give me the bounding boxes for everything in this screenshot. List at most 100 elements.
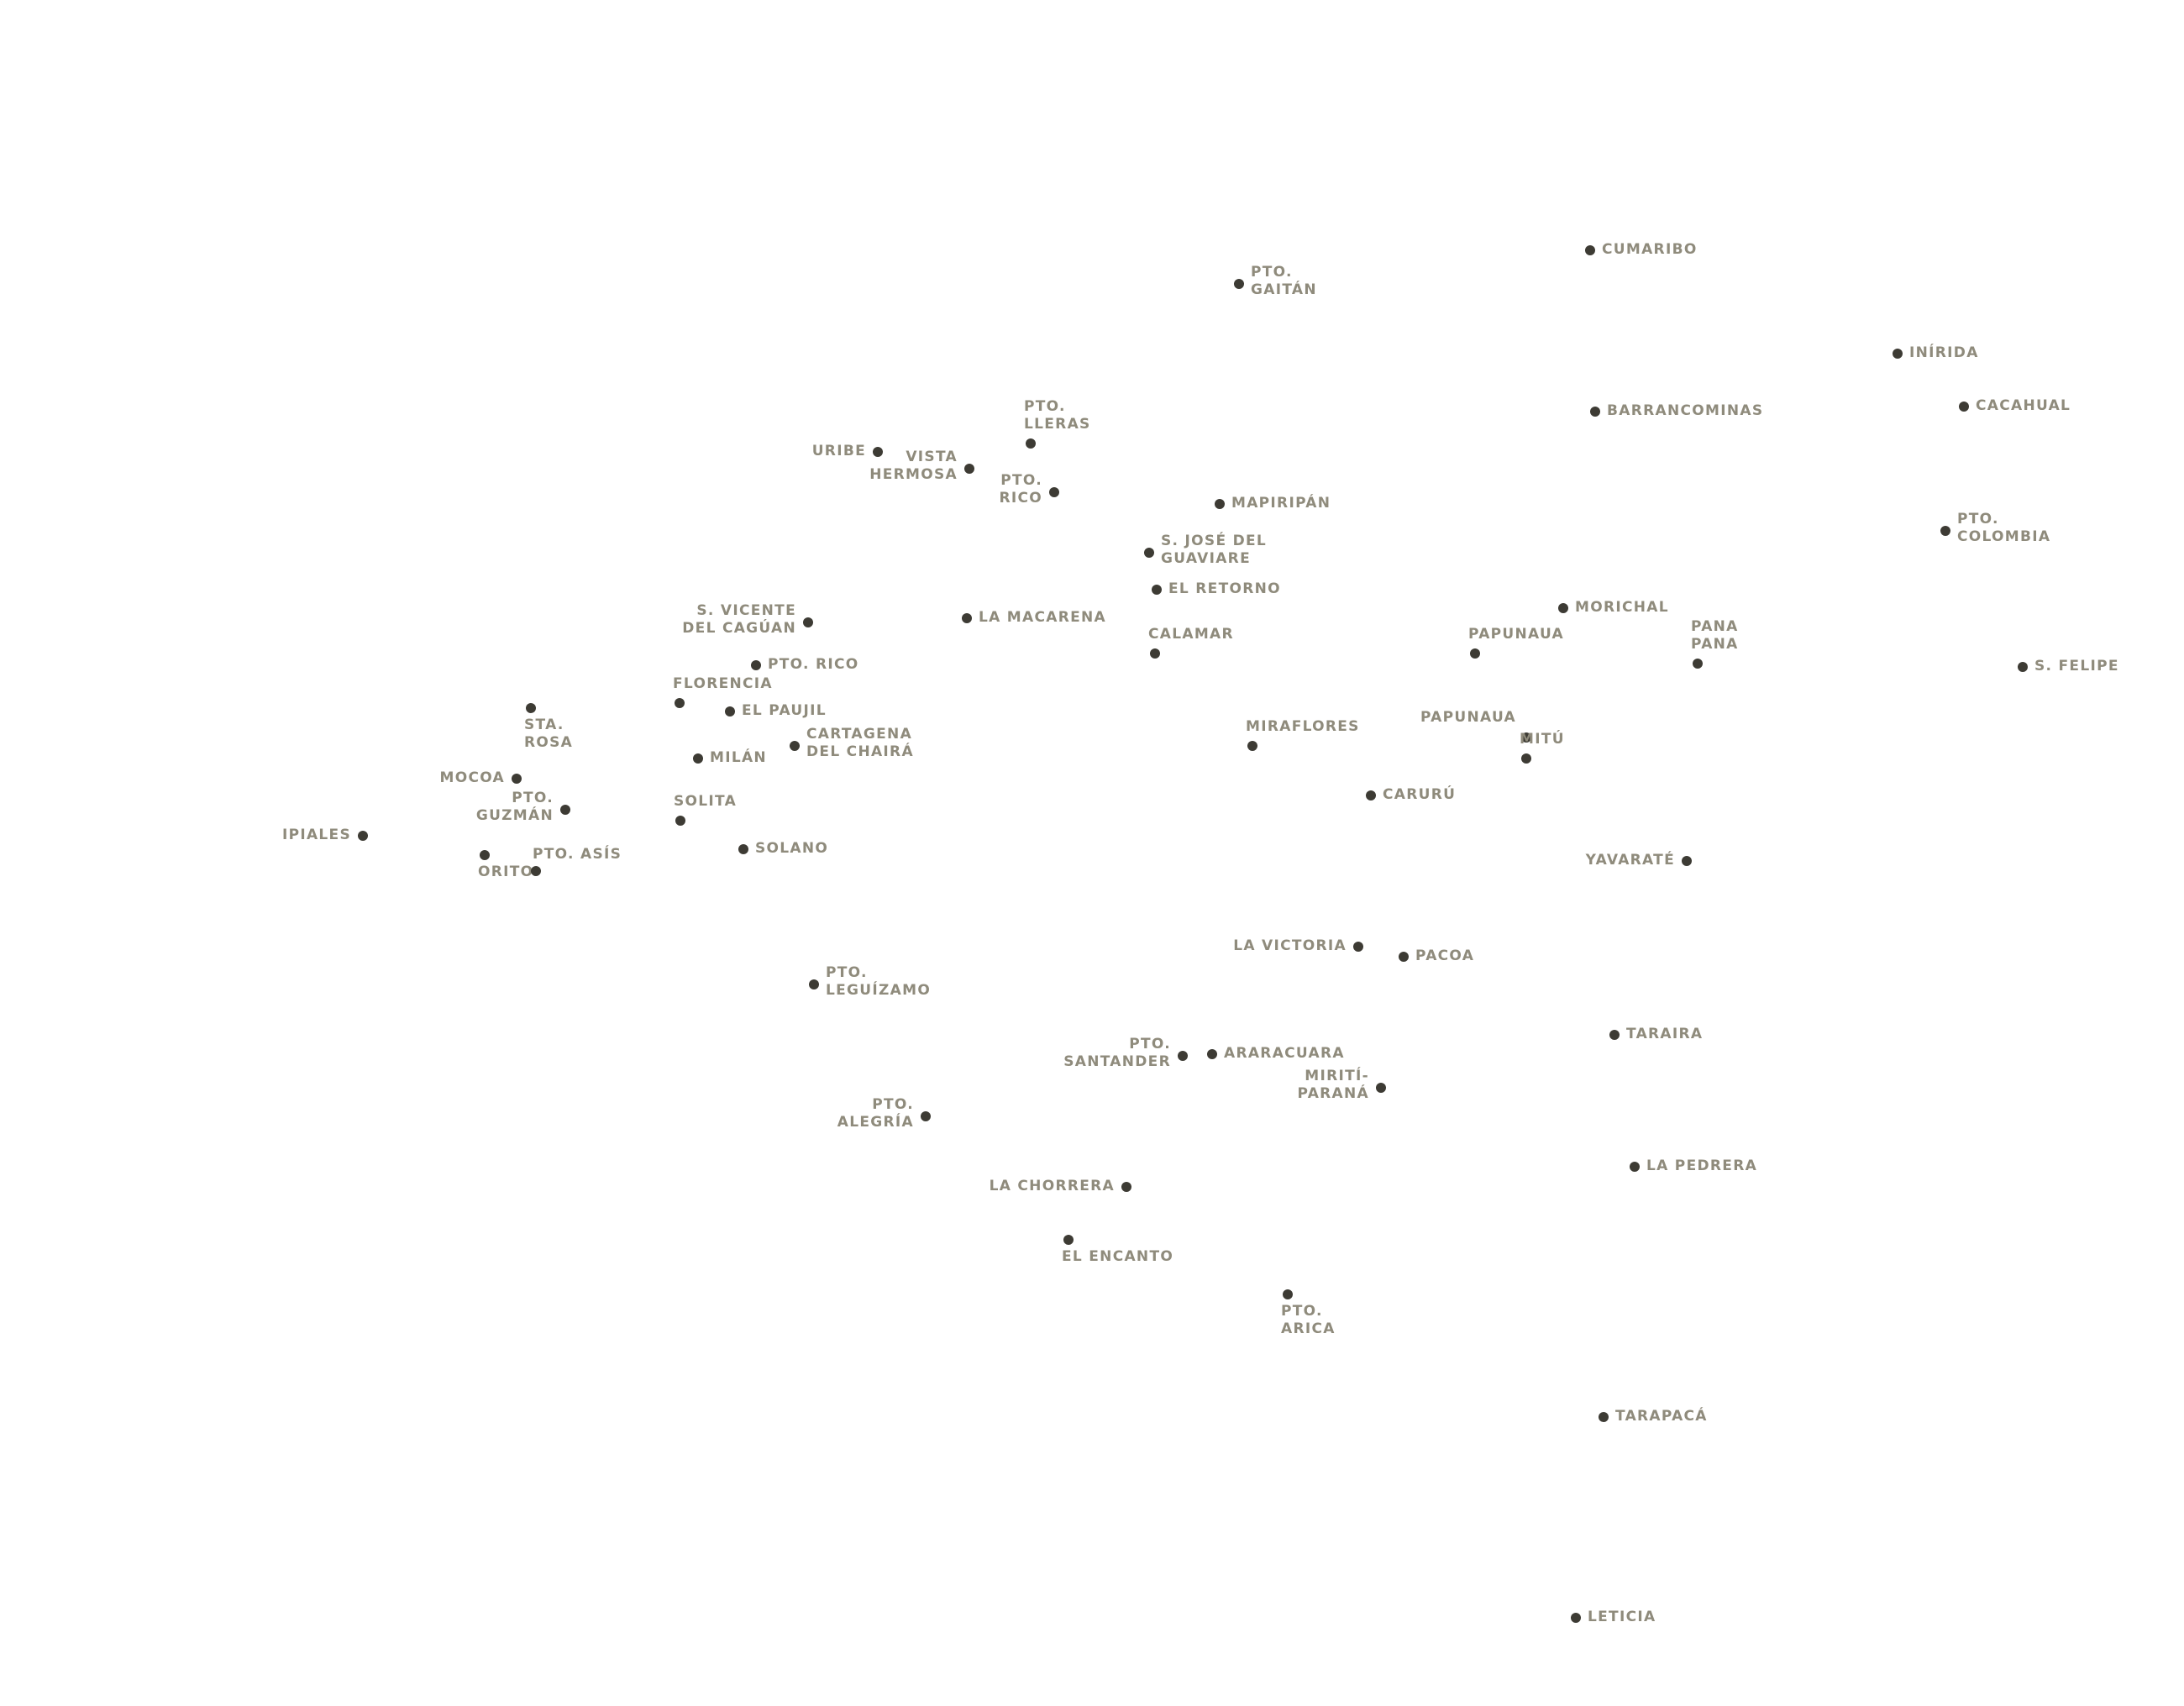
town-dot-icon [1152, 585, 1162, 595]
town-label: PTO. ARICA [1281, 1303, 1336, 1337]
town-label: CUMARIBO [1602, 241, 1698, 258]
town-dot-icon [675, 698, 685, 708]
town-dot-icon [1940, 526, 1950, 536]
town-dot-icon [1366, 790, 1376, 801]
town-dot-icon [1207, 1049, 1217, 1059]
town-label: LETICIA [1588, 1609, 1656, 1625]
town-dot-icon [1893, 349, 1903, 359]
town-dot-icon [1234, 279, 1244, 289]
town-dot-icon [512, 774, 522, 784]
town-label: PAPUNAUA [1468, 626, 1565, 643]
town-label: YAVARATÉ [1585, 852, 1675, 869]
town-label: S. JOSÉ DEL GUAVIARE [1161, 533, 1268, 567]
town-label: ORITO [478, 863, 534, 880]
town-label: SOLITA [674, 793, 738, 810]
town-label: PTO. COLOMBIA [1957, 511, 2051, 545]
town-dot-icon [1353, 942, 1363, 952]
town-dot-icon [921, 1111, 931, 1121]
town-label: FLORENCIA [673, 675, 773, 692]
town-dot-icon [1144, 548, 1154, 558]
town-dot-icon [1470, 648, 1480, 659]
town-dot-icon [1521, 753, 1531, 764]
town-label: STA. ROSA [524, 717, 574, 751]
town-dot-icon [803, 617, 813, 627]
town-label: PTO. RICO [768, 656, 859, 673]
town-label: MIRAFLORES [1246, 718, 1360, 735]
town-label: PAPUNAUA [1420, 709, 1516, 726]
town-dot-icon [1693, 659, 1703, 669]
town-dot-icon [675, 816, 685, 826]
town-dot-icon [725, 706, 735, 717]
town-label: PACOA [1415, 947, 1475, 964]
town-label: MIRITÍ- PARANÁ [1297, 1068, 1369, 1102]
town-dot-icon [964, 464, 974, 474]
town-label: CARURÚ [1383, 786, 1457, 803]
town-dot-icon [1150, 648, 1160, 659]
town-label: PANA PANA [1691, 618, 1739, 653]
town-dot-icon [1630, 1162, 1640, 1172]
town-dot-icon [1121, 1182, 1131, 1192]
town-label: MILÁN [710, 749, 767, 766]
town-label: TARAPACÁ [1615, 1408, 1708, 1425]
town-dot-icon [480, 850, 490, 860]
town-label: PTO. LEGUÍZAMO [826, 964, 932, 999]
town-label: IPIALES [281, 827, 351, 843]
town-label: PTO. ASÍS [533, 846, 622, 863]
town-label: MORICHAL [1575, 599, 1669, 616]
town-label: PTO. RICO [999, 472, 1042, 507]
town-label: LA MACARENA [979, 609, 1107, 626]
town-dot-icon [1283, 1289, 1293, 1299]
town-dot-icon [1609, 1030, 1620, 1040]
town-label: MOCOA [439, 769, 505, 786]
town-label: LA CHORRERA [989, 1178, 1115, 1194]
town-label: EL ENCANTO [1062, 1248, 1174, 1265]
town-label: PTO. GAITÁN [1251, 264, 1317, 298]
town-dot-icon [1682, 856, 1692, 866]
town-dot-icon [358, 831, 368, 841]
town-dot-icon [1521, 732, 1531, 743]
town-label: BARRANCOMINAS [1607, 402, 1764, 419]
town-dot-icon [1571, 1613, 1581, 1623]
town-dot-icon [809, 979, 819, 989]
town-dot-icon [1215, 499, 1225, 509]
town-dot-icon [1558, 603, 1568, 613]
town-dot-icon [1585, 245, 1595, 255]
town-dot-icon [873, 447, 883, 457]
town-dot-icon [526, 703, 536, 713]
town-dot-icon [1049, 487, 1059, 497]
town-label: MITÚ [1520, 731, 1565, 748]
town-label: S. VICENTE DEL CAGÚAN [682, 602, 796, 637]
town-label: ARARACUARA [1224, 1045, 1345, 1062]
town-dot-icon [1063, 1235, 1074, 1245]
town-label: EL RETORNO [1168, 580, 1281, 597]
town-dot-icon [1026, 438, 1036, 449]
town-label: CARTAGENA DEL CHAIRÁ [806, 726, 914, 760]
town-dot-icon [2018, 662, 2028, 672]
town-dot-icon [560, 805, 570, 815]
town-label: CALAMAR [1148, 626, 1234, 643]
town-label: URIBE [811, 443, 866, 459]
town-dot-icon [1247, 741, 1257, 751]
town-label: LA VICTORIA [1233, 937, 1347, 954]
town-label: MAPIRIPÁN [1231, 495, 1331, 512]
town-label: PTO. LLERAS [1024, 398, 1091, 433]
town-label: VISTA HERMOSA [869, 449, 958, 483]
town-label: INÍRIDA [1909, 344, 1979, 361]
town-label: PTO. ALEGRÍA [837, 1096, 914, 1131]
town-label: CACAHUAL [1976, 397, 2071, 414]
town-dot-icon [1590, 407, 1600, 417]
town-label: SOLANO [755, 840, 829, 857]
town-dot-icon [1178, 1051, 1188, 1061]
town-dot-icon [962, 613, 972, 623]
town-label: PTO. SANTANDER [1063, 1036, 1171, 1070]
town-label: LA PEDRERA [1646, 1157, 1758, 1174]
town-dot-icon [1959, 402, 1969, 412]
town-dot-icon [790, 741, 800, 751]
town-dot-icon [693, 753, 703, 764]
town-label: S. FELIPE [2034, 658, 2119, 675]
town-label: TARAIRA [1626, 1026, 1704, 1042]
town-dot-icon [1599, 1412, 1609, 1422]
town-dot-icon [751, 660, 761, 670]
town-label: EL PAUJIL [742, 702, 827, 719]
